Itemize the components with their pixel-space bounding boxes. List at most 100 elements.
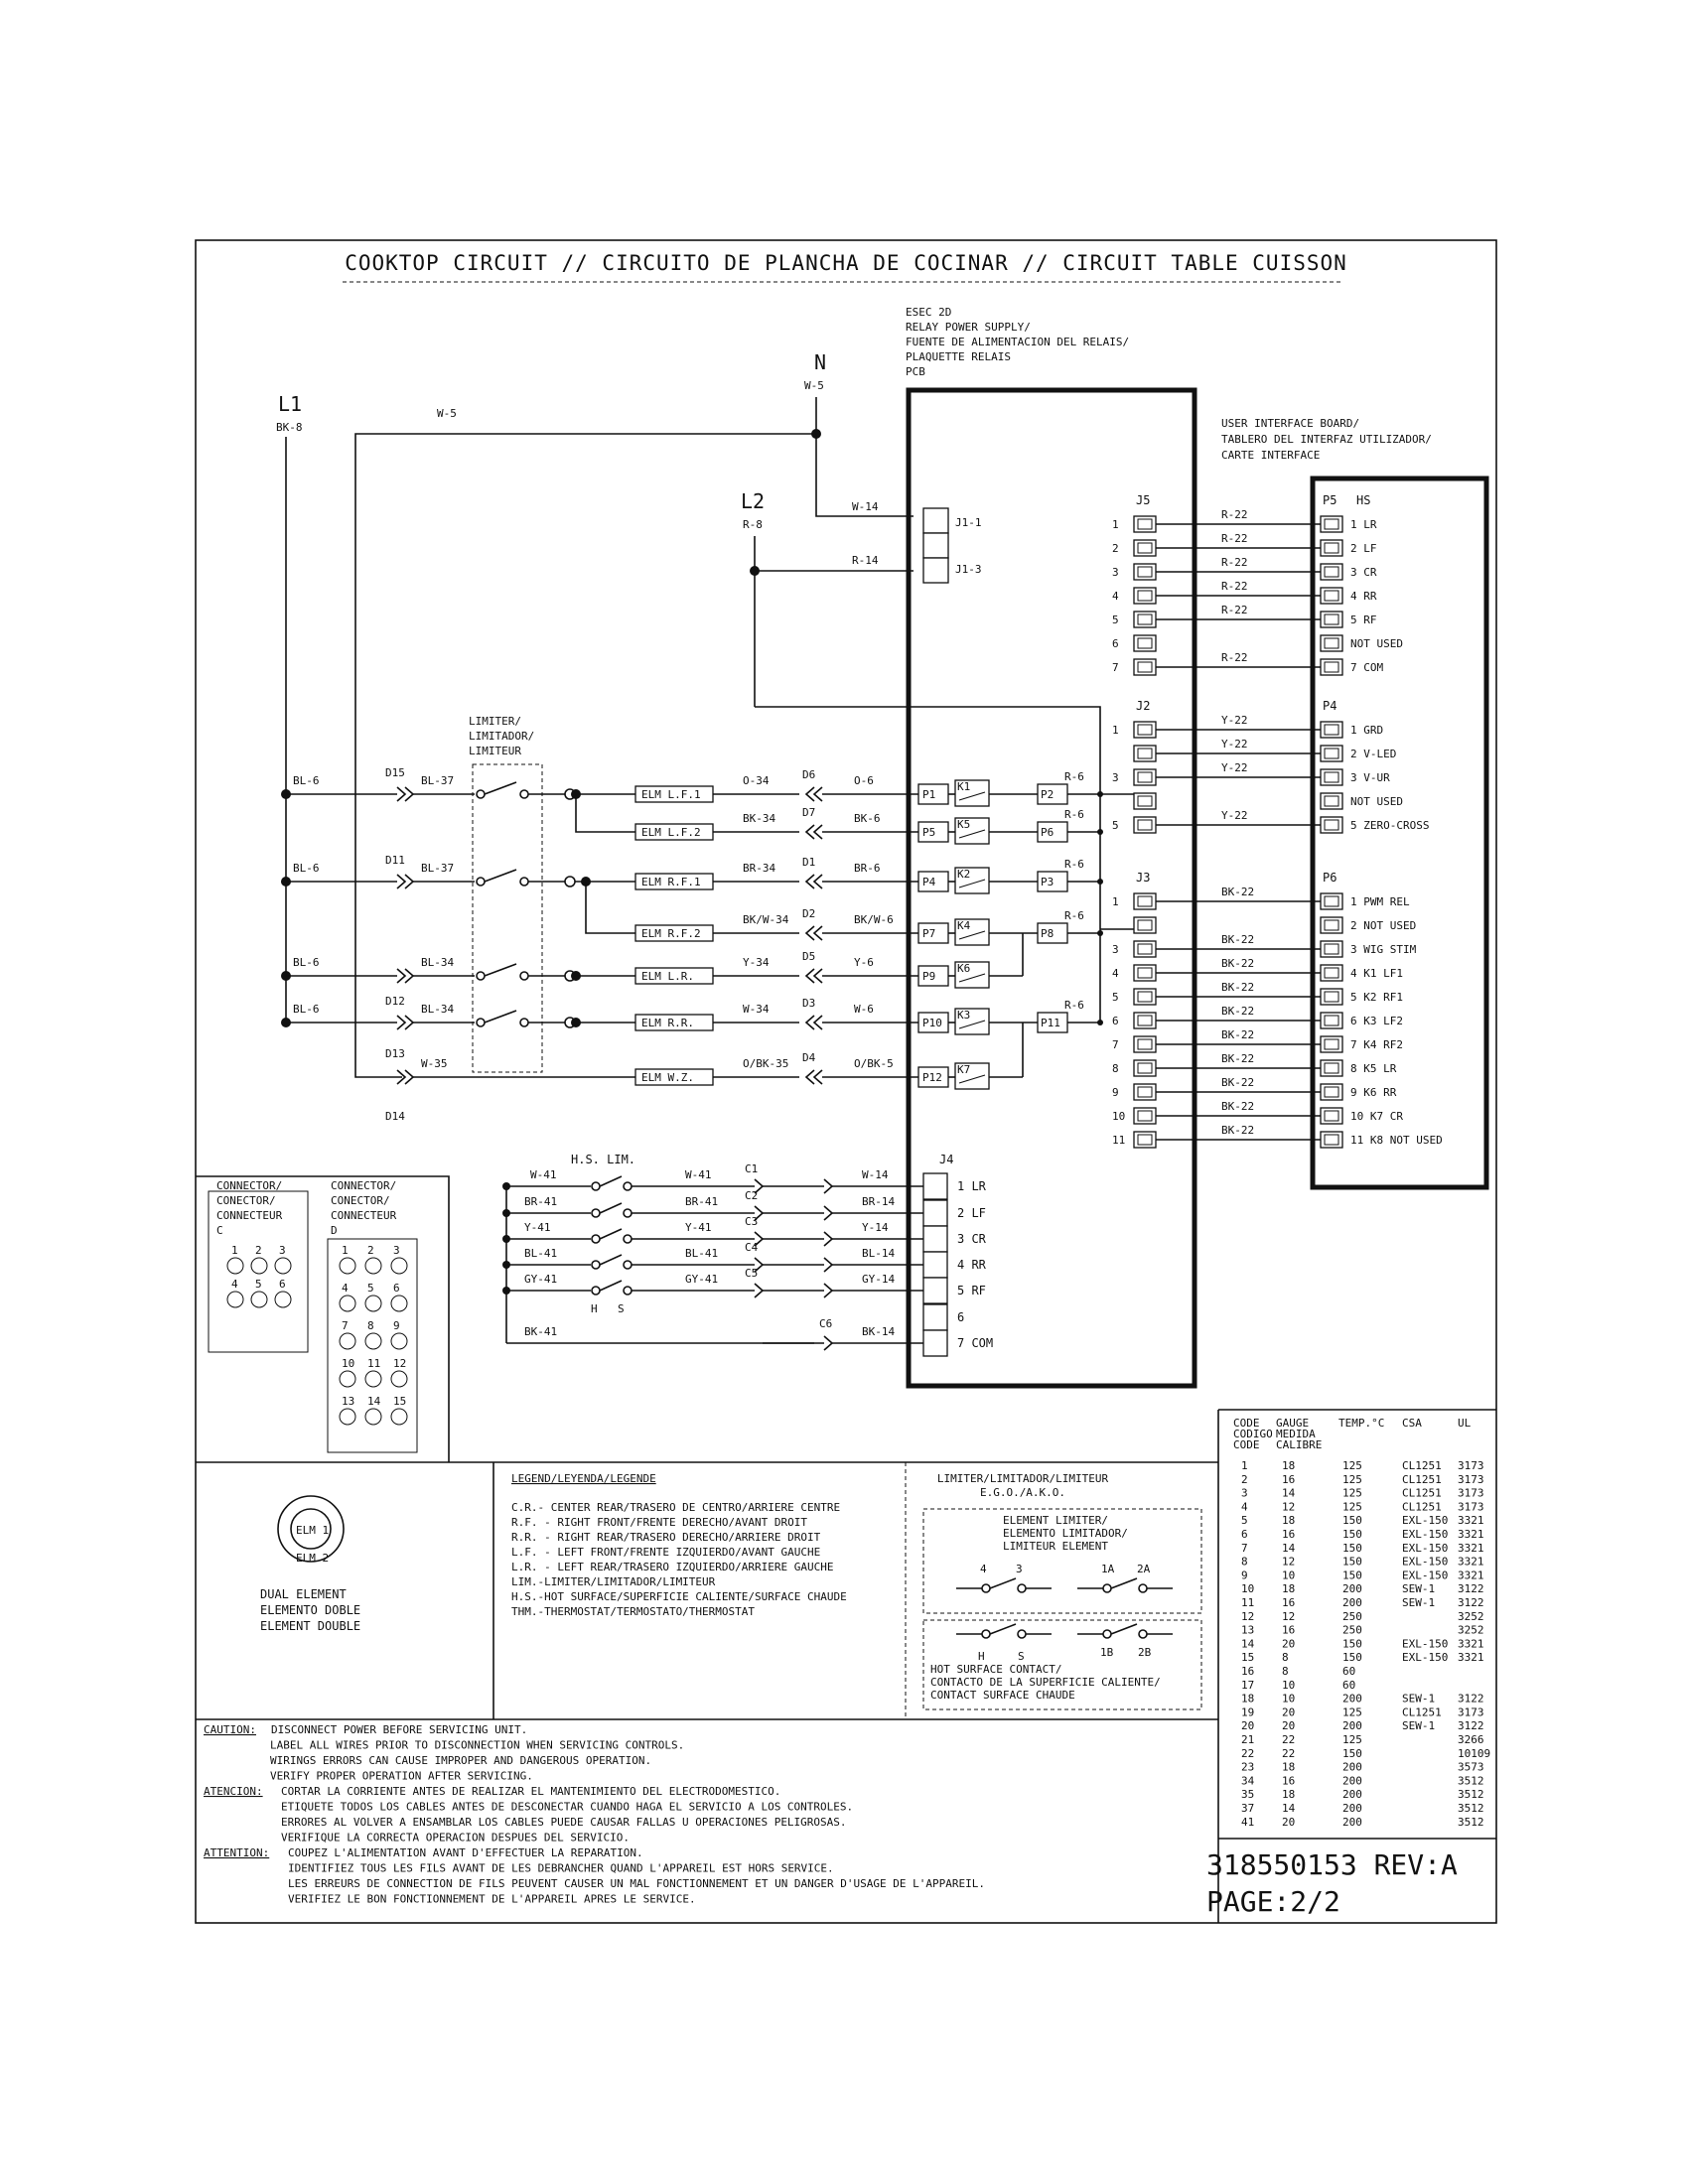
w5-wire: W-5 bbox=[437, 407, 457, 420]
wire-label: BK-34 bbox=[743, 812, 775, 825]
hs-label: HS bbox=[1356, 493, 1370, 507]
element-label: ELM L.F.1 bbox=[641, 788, 701, 801]
gauge-cell: 200 bbox=[1342, 1596, 1362, 1609]
wire-label: R-6 bbox=[1064, 770, 1084, 783]
gauge-cell: CL1251 bbox=[1402, 1473, 1442, 1486]
p4-pin bbox=[1320, 792, 1343, 810]
j5-pin-number: 5 bbox=[1112, 614, 1119, 626]
gauge-cell: 150 bbox=[1342, 1514, 1362, 1527]
j5-pin-number: 3 bbox=[1112, 566, 1119, 579]
wire-label: BK-22 bbox=[1221, 1052, 1254, 1065]
connector-d-pin-number: 9 bbox=[393, 1319, 400, 1332]
gauge-cell: SEW-1 bbox=[1402, 1693, 1435, 1706]
gauge-cell: 3 bbox=[1241, 1487, 1248, 1500]
diode-label: D13 bbox=[385, 1047, 405, 1060]
gauge-cell: 20 bbox=[1282, 1816, 1295, 1829]
gauge-cell: EXL-150 bbox=[1402, 1556, 1448, 1569]
p5-pin-label: 4 RR bbox=[1350, 590, 1377, 603]
connector-label: C6 bbox=[819, 1317, 832, 1330]
connector-d-pin bbox=[364, 1332, 382, 1350]
wire-label: BR-6 bbox=[854, 862, 881, 875]
connector-c-pin bbox=[226, 1257, 244, 1275]
element-limiter-box bbox=[922, 1508, 1202, 1614]
wire-label: BK-6 bbox=[854, 812, 881, 825]
gauge-cell: 16 bbox=[1282, 1473, 1295, 1486]
gauge-cell: CL1251 bbox=[1402, 1459, 1442, 1472]
p5-pin bbox=[1320, 563, 1343, 581]
p6-pin-label: 1 PWM REL bbox=[1350, 895, 1410, 908]
j5-pin bbox=[1133, 634, 1157, 652]
gauge-cell: 125 bbox=[1342, 1706, 1362, 1718]
gauge-cell: 200 bbox=[1342, 1582, 1362, 1595]
diode-label: D15 bbox=[385, 766, 405, 779]
p6-pin bbox=[1320, 1059, 1343, 1077]
connector-label: C2 bbox=[745, 1189, 758, 1202]
gauge-cell: 18 bbox=[1241, 1693, 1254, 1706]
p5-pin bbox=[1320, 587, 1343, 605]
element-label: ELM W.Z. bbox=[641, 1071, 694, 1084]
j3-pin-number: 7 bbox=[1112, 1038, 1119, 1051]
l1-label: L1 bbox=[278, 392, 302, 416]
caution-line: LES ERREURS DE CONNECTION DE FILS PEUVEN… bbox=[288, 1877, 985, 1890]
j3-pin bbox=[1133, 940, 1157, 958]
wire-label: BK-22 bbox=[1221, 1028, 1254, 1041]
wire-label: Y-6 bbox=[854, 956, 874, 969]
p4-pin bbox=[1320, 816, 1343, 834]
connector-d-pin-number: 4 bbox=[342, 1282, 349, 1295]
wire-label: R-22 bbox=[1221, 532, 1248, 545]
connector-d-pin-number: 6 bbox=[393, 1282, 400, 1295]
svg-text:PLAQUETTE RELAIS: PLAQUETTE RELAIS bbox=[906, 350, 1011, 363]
gauge-cell: 3512 bbox=[1458, 1802, 1484, 1815]
gauge-cell: 20 bbox=[1282, 1719, 1295, 1732]
j3-title: J3 bbox=[1136, 871, 1150, 885]
p6-pin-label: 8 K5 LR bbox=[1350, 1062, 1397, 1075]
connector-label: C3 bbox=[745, 1215, 758, 1228]
j4-pin bbox=[922, 1199, 948, 1227]
n-label: N bbox=[814, 350, 826, 374]
terminal-label: P11 bbox=[1041, 1017, 1060, 1029]
j3-pin bbox=[1133, 1012, 1157, 1029]
gauge-cell: 150 bbox=[1342, 1569, 1362, 1581]
caution-heading: ATTENTION: bbox=[204, 1846, 269, 1859]
wire-label: W-14 bbox=[862, 1168, 889, 1181]
gauge-cell: 7 bbox=[1241, 1542, 1248, 1555]
svg-text:CARTE INTERFACE: CARTE INTERFACE bbox=[1221, 449, 1320, 462]
wire-label: BR-41 bbox=[685, 1195, 718, 1208]
connector-d-pin bbox=[364, 1408, 382, 1426]
j5-pin bbox=[1133, 515, 1157, 533]
j3-pin bbox=[1133, 1035, 1157, 1053]
connector-d-pin bbox=[390, 1332, 408, 1350]
j3-pin-number: 4 bbox=[1112, 967, 1119, 980]
gauge-cell: 3321 bbox=[1458, 1528, 1484, 1541]
wire-label: GY-41 bbox=[524, 1273, 557, 1286]
element-label: ELM R.F.2 bbox=[641, 927, 701, 940]
p6-pin bbox=[1320, 1035, 1343, 1053]
wire-label: O/BK-35 bbox=[743, 1057, 788, 1070]
p5-pin-label: 5 RF bbox=[1350, 614, 1377, 626]
gauge-cell: 9 bbox=[1241, 1569, 1248, 1581]
j3-pin bbox=[1133, 964, 1157, 982]
gauge-cell: 200 bbox=[1342, 1719, 1362, 1732]
legend-line: R.R. - RIGHT REAR/TRASERO DERECHO/ARRIER… bbox=[511, 1531, 821, 1544]
gauge-cell: 16 bbox=[1282, 1528, 1295, 1541]
gauge-cell: 3252 bbox=[1458, 1610, 1484, 1623]
p4-title: P4 bbox=[1323, 699, 1336, 713]
gauge-cell: 8 bbox=[1282, 1651, 1289, 1664]
terminal-label: P7 bbox=[922, 927, 935, 940]
diode-label: D6 bbox=[802, 768, 815, 781]
svg-text:CONTACTO DE LA SUPERFICIE CALI: CONTACTO DE LA SUPERFICIE CALIENTE/ bbox=[930, 1676, 1161, 1689]
relay-label: K3 bbox=[957, 1009, 970, 1022]
p6-pin bbox=[1320, 1083, 1343, 1101]
relay-label: K7 bbox=[957, 1063, 970, 1076]
connector-d-pin-number: 10 bbox=[342, 1357, 354, 1370]
gauge-cell: 3321 bbox=[1458, 1569, 1484, 1581]
gauge-cell: CL1251 bbox=[1402, 1706, 1442, 1718]
wire-label: BK-22 bbox=[1221, 886, 1254, 898]
diode-label: D5 bbox=[802, 950, 815, 963]
gauge-cell: 16 bbox=[1282, 1624, 1295, 1637]
p5-pin bbox=[1320, 515, 1343, 533]
wire-label: BK/W-34 bbox=[743, 913, 789, 926]
gauge-cell: 3122 bbox=[1458, 1596, 1484, 1609]
gauge-cell: EXL-150 bbox=[1402, 1651, 1448, 1664]
terminal-label: P2 bbox=[1041, 788, 1054, 801]
